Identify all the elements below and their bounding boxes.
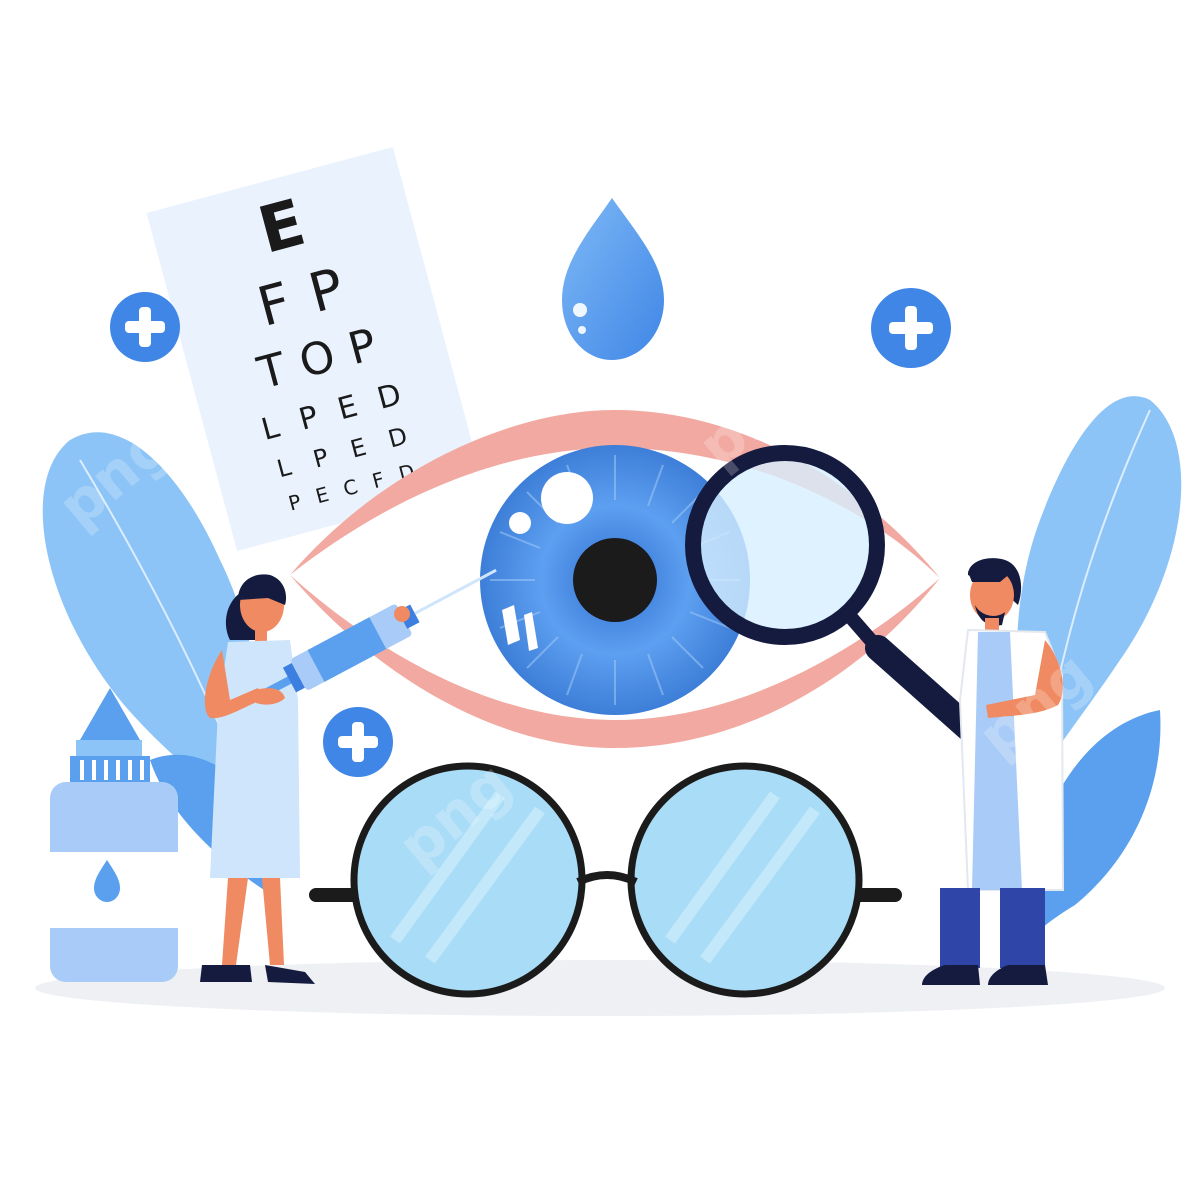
doctor-hand <box>255 688 285 705</box>
male-doctor <box>922 558 1065 985</box>
plus-circle-icon <box>110 292 180 362</box>
chart-letter: C <box>341 474 361 501</box>
eye-drops-bottle-icon <box>50 688 178 982</box>
eye-highlight <box>541 472 593 524</box>
plus-circle-icon <box>323 707 393 777</box>
chart-letter: P <box>286 489 304 515</box>
plus-circle-icon <box>871 288 951 368</box>
doctor-hand <box>394 606 410 622</box>
syringe-icon <box>255 568 497 701</box>
ground-shadow <box>35 960 1165 1016</box>
chart-letter: E <box>313 482 331 508</box>
eye-highlight <box>509 512 531 534</box>
magnifier-icon <box>685 445 981 741</box>
chart-letter: E <box>347 433 369 464</box>
glasses-icon <box>309 762 902 998</box>
water-drop-icon <box>562 198 664 360</box>
pupil <box>573 538 657 622</box>
chart-letter: P <box>310 443 331 474</box>
